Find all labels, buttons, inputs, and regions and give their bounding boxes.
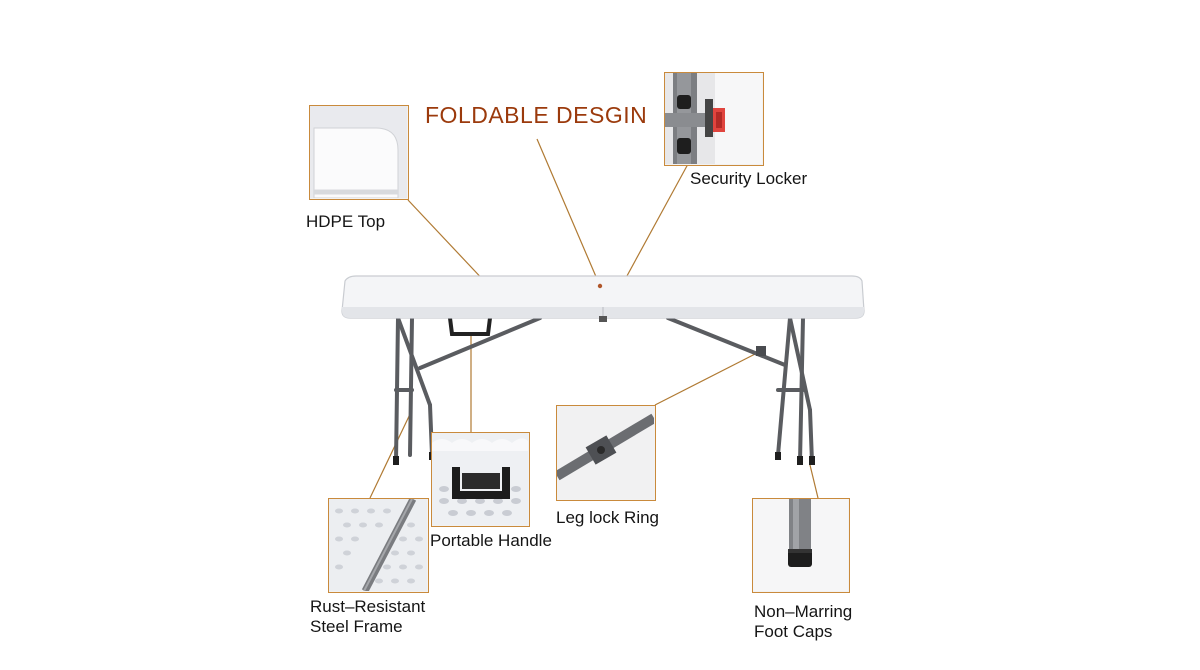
leader-foot-caps [809, 464, 819, 499]
leg-lock-ring-image [557, 406, 654, 499]
steel-frame [394, 316, 814, 464]
label-steel-frame-line2: Steel Frame [310, 617, 403, 636]
label-portable-handle: Portable Handle [430, 531, 552, 550]
label-steel-frame-line1: Rust–Resistant [310, 597, 426, 616]
leader-steel-frame [369, 409, 413, 499]
inset-hdpe-top [309, 105, 409, 200]
diagram-title: FOLDABLE DESGIN [425, 102, 648, 128]
leader-leg-lock-ring [654, 349, 764, 406]
table-top [341, 275, 865, 322]
leader-lines [369, 138, 819, 499]
foot-cap-image [753, 499, 848, 591]
label-steel-frame: Rust–Resistant Steel Frame [310, 597, 425, 637]
security-locker-image [665, 73, 762, 164]
handle-mark [448, 317, 492, 336]
label-hdpe-top: HDPE Top [306, 212, 386, 231]
hdpe-corner-image [310, 106, 407, 198]
inset-foot-caps [752, 498, 850, 593]
label-foot-caps-line2: Foot Caps [754, 622, 833, 641]
portable-handle-image [432, 433, 528, 525]
center-dot [597, 283, 603, 289]
leader-foldable-design [536, 138, 601, 287]
inset-leg-lock-ring [556, 405, 656, 501]
inset-portable-handle [431, 432, 530, 527]
label-foot-caps: Non–Marring Foot Caps [754, 602, 852, 642]
steel-frame-image [329, 499, 427, 591]
inset-steel-frame [328, 498, 429, 593]
inset-security-locker [664, 72, 764, 166]
label-foot-caps-line1: Non–Marring [754, 602, 853, 621]
label-security-locker: Security Locker [690, 169, 808, 188]
leader-hdpe-top [407, 199, 489, 286]
leg-lock-ring-mark [756, 346, 766, 356]
locker-mark [599, 316, 607, 322]
label-leg-lock-ring: Leg lock Ring [556, 508, 660, 527]
